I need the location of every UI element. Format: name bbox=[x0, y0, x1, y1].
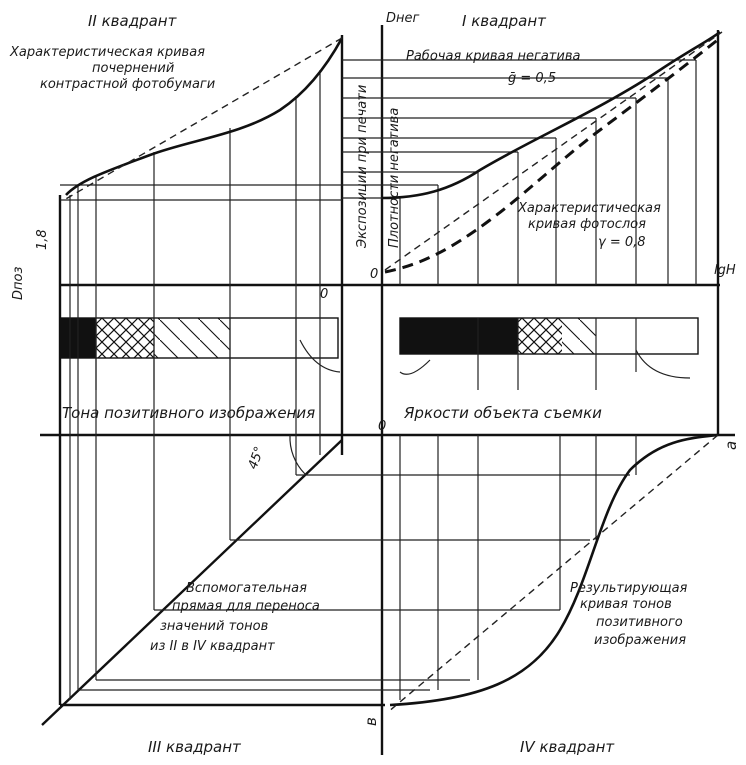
resulting-curve-label-3: позитивного bbox=[596, 615, 683, 630]
auxiliary-45-line bbox=[41, 439, 343, 726]
tone-strip-left bbox=[59, 317, 341, 390]
auxiliary-line-label-3: значений тонов bbox=[160, 619, 268, 634]
angle-45-label: 45° bbox=[246, 445, 268, 472]
transfer-lines-q2 bbox=[60, 70, 342, 700]
d-pos-label: Dпоз bbox=[11, 267, 26, 300]
zero-label-q2: 0 bbox=[320, 287, 328, 302]
print-exposure-label: Экспозиции при печати bbox=[355, 85, 370, 249]
paper-curve-label-line-1: Характеристическая кривая bbox=[9, 45, 205, 60]
working-negative-curve bbox=[381, 30, 721, 200]
transfer-lines-q3-q4 bbox=[78, 435, 637, 700]
quadrant-2-label: II квадрант bbox=[88, 12, 178, 30]
gamma-layer-label: γ = 0,8 bbox=[598, 235, 646, 250]
paper-curve-tangent bbox=[63, 37, 343, 201]
paper-characteristic-curve bbox=[65, 37, 344, 196]
layer-curve-label-line-1: Характеристическая bbox=[517, 201, 661, 216]
negative-density-label: Плотности негатива bbox=[387, 108, 402, 248]
quadrant-1-label: I квадрант bbox=[462, 12, 547, 30]
layer-curve-label-line-2: кривая фотослоя bbox=[528, 217, 646, 232]
axes bbox=[40, 25, 735, 755]
tone-strip-right bbox=[399, 317, 699, 390]
a-axis-label: a bbox=[722, 441, 740, 450]
paper-curve-label-line-2: почернений bbox=[92, 61, 174, 76]
resulting-curve-label-4: изображения bbox=[594, 633, 686, 648]
b-axis-label: в bbox=[362, 717, 380, 726]
zero-label-q4: 0 bbox=[378, 419, 386, 434]
resulting-curve-label-1: Результирующая bbox=[570, 581, 688, 596]
resulting-curve-label-2: кривая тонов bbox=[580, 597, 672, 612]
working-curve-tangent bbox=[384, 31, 723, 271]
auxiliary-line-label-1: Вспомогательная bbox=[186, 581, 307, 596]
auxiliary-line-label-2: прямая для переноса bbox=[172, 599, 320, 614]
layer-characteristic-curve bbox=[384, 36, 721, 274]
gamma-working-label: ḡ = 0,5 bbox=[508, 71, 556, 86]
curves bbox=[63, 30, 723, 713]
angle-arc bbox=[289, 434, 306, 475]
paper-curve-label-line-3: контрастной фотобумаги bbox=[40, 77, 215, 92]
auxiliary-line-label-4: из II в IV квадрант bbox=[150, 639, 275, 654]
positive-tones-label: Тона позитивного изображения bbox=[62, 404, 315, 422]
resulting-tone-curve bbox=[389, 433, 719, 707]
transfer-lines-q1 bbox=[342, 59, 697, 285]
quadrant-4-label: IV квадрант bbox=[520, 738, 615, 756]
value-1-8-label: 1,8 bbox=[35, 229, 50, 250]
quadrant-3-label: III квадрант bbox=[148, 738, 242, 756]
d-neg-label: Dнег bbox=[386, 11, 420, 26]
working-curve-label: Рабочая кривая негатива bbox=[406, 49, 580, 64]
object-brightness-label: Яркости объекта съемки bbox=[403, 404, 602, 422]
lg-h-label: lgH bbox=[714, 263, 736, 278]
zero-label-q1: 0 bbox=[370, 267, 378, 282]
